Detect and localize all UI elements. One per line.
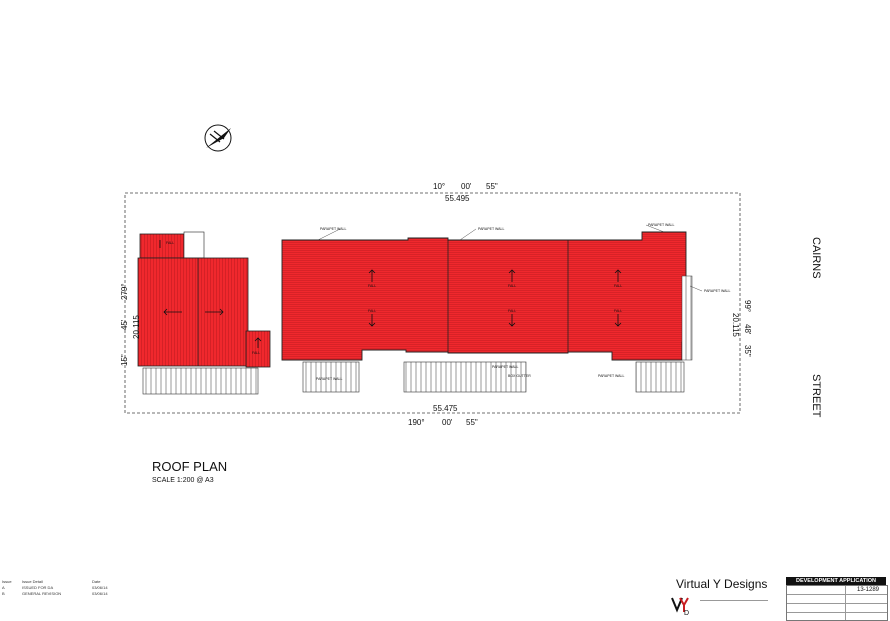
parapet-label: PARAPET WALL: [478, 227, 504, 231]
svg-text:D: D: [684, 610, 689, 616]
fall-label: FALL: [614, 309, 622, 313]
left-bearing-deg: 279°: [120, 283, 129, 300]
deck-main-3: [635, 361, 685, 393]
parapet-label: PARAPET WALL: [316, 377, 342, 381]
fall-label: FALL: [252, 351, 260, 355]
roof-main: [281, 231, 687, 361]
top-bearing-min: 00': [461, 182, 472, 191]
left-bearing-min: 45': [120, 319, 129, 330]
roof-left-main: [137, 257, 249, 367]
parapet-label: PARAPET WALL: [648, 223, 674, 227]
drawing-scale: SCALE 1:200 @ A3: [152, 477, 214, 484]
bottom-bearing-sec: 55": [466, 418, 478, 427]
table-row: A ISSUED FOR DA 03/06/14: [2, 585, 108, 590]
fall-label: FALL: [166, 241, 174, 245]
deck-main-1: [302, 361, 360, 393]
bottom-bearing-min: 00': [442, 418, 453, 427]
street-name-street: STREET: [810, 374, 822, 418]
project-number: 13-1289: [857, 587, 880, 593]
fall-arrows: [159, 240, 622, 348]
top-bearing-deg: 10°: [433, 182, 445, 191]
left-bearing-sec: 15": [120, 354, 129, 366]
deck-left: [142, 367, 259, 395]
fall-label: FALL: [508, 309, 516, 313]
roof-plan-drawing: FALL FALL FALL FALL FALL FALL FALL FALL …: [120, 124, 822, 484]
company-name: Virtual Y Designs: [676, 577, 768, 591]
site-boundary: [124, 192, 741, 414]
table-row: B GENERAL REVISION 03/06/14: [2, 591, 108, 596]
right-length: 20.115: [731, 313, 740, 337]
right-bearing-sec: 35": [743, 345, 752, 357]
parapet-label: PARAPET WALL: [492, 365, 518, 369]
fall-label: FALL: [508, 284, 516, 288]
drawing-title: ROOF PLAN: [152, 459, 227, 474]
company-address: [700, 600, 768, 615]
parapet-label: PARAPET WALL: [704, 289, 730, 293]
info-grid: 13-1289: [786, 585, 888, 621]
street-name-cairns: CAIRNS: [810, 237, 822, 279]
issue-header: Issue: [2, 579, 12, 584]
parapet-label: PARAPET WALL: [320, 227, 346, 231]
deck-main-2: [403, 361, 527, 393]
right-bearing-deg: 99°: [743, 300, 752, 312]
stage-banner: DEVELOPMENT APPLICATION: [786, 577, 886, 585]
issue-header: Issue Detail: [22, 579, 43, 584]
top-length: 55.495: [445, 194, 470, 203]
left-length: 20.115: [132, 315, 141, 339]
issue-header: Date: [92, 579, 101, 584]
bottom-bearing-deg: 190°: [408, 418, 425, 427]
company-logo: D: [670, 594, 692, 617]
fall-label: FALL: [368, 284, 376, 288]
bottom-length: 55.475: [433, 404, 458, 413]
box-gutter-label: BOX GUTTER: [508, 374, 531, 378]
parapet-label: PARAPET WALL: [598, 374, 624, 378]
title-block: Issue Issue Detail Date A ISSUED FOR DA …: [0, 570, 890, 621]
issue-table: Issue Issue Detail Date A ISSUED FOR DA …: [2, 579, 108, 597]
right-bearing-min: 48': [743, 324, 752, 335]
fall-label: FALL: [368, 309, 376, 313]
fall-label: FALL: [614, 284, 622, 288]
roof-left-top: [139, 233, 185, 259]
top-bearing-sec: 55": [486, 182, 498, 191]
north-arrow-icon: [204, 124, 232, 152]
roof-left-annex: [245, 330, 271, 368]
